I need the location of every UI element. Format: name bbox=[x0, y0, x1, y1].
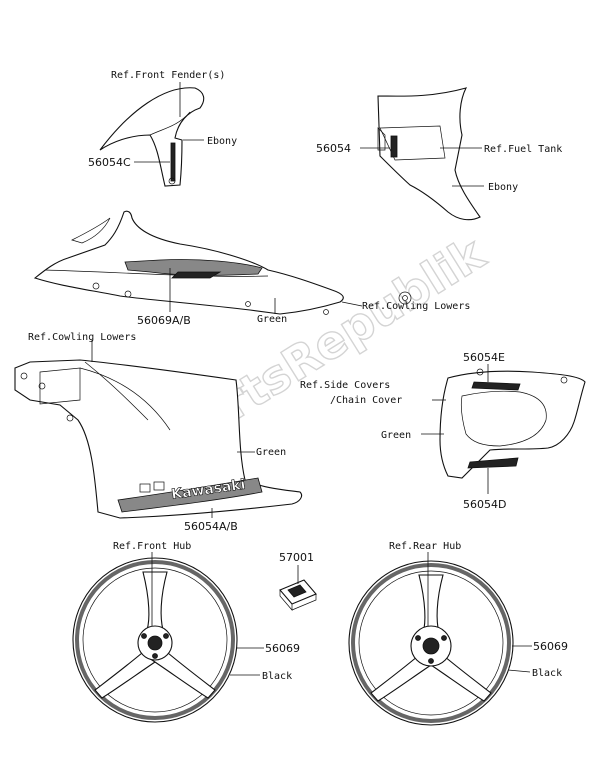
rear-wheel-spoke-3 bbox=[427, 650, 492, 702]
front-wheel-group: Ref.Front Hub 56069 Black bbox=[72, 541, 300, 723]
lower-cowling-crease-1 bbox=[79, 367, 171, 431]
tank-ebony-label: Ebony bbox=[488, 182, 518, 193]
lower-cowling-group: Kawasaki Ref.Cowling Lowers Green 56054A… bbox=[14, 332, 303, 533]
front-wheel-part-number[interactable]: 56069 bbox=[265, 642, 300, 655]
lower-cowling-hole-2 bbox=[38, 382, 46, 390]
lower-cowling-decal[interactable] bbox=[117, 477, 263, 513]
upper-cowling-group: 56069A/B Green Ref.Cowling Lowers bbox=[33, 210, 470, 327]
upper-cowling-hole-4 bbox=[323, 309, 329, 315]
badge-part-number[interactable]: 57001 bbox=[279, 551, 314, 564]
badge-edge-1 bbox=[279, 590, 293, 611]
upper-ref-label: Ref.Cowling Lowers bbox=[362, 301, 470, 312]
upper-cowling-hole-1 bbox=[92, 282, 100, 290]
tank-part-number[interactable]: 56054 bbox=[316, 142, 351, 155]
front-hub-ref-label: Ref.Front Hub bbox=[113, 541, 191, 552]
tank-cover-tab bbox=[377, 127, 386, 151]
cowling-fastener-center bbox=[402, 295, 408, 301]
badge-mark bbox=[287, 584, 307, 598]
rear-wheel-black-label: Black bbox=[532, 668, 562, 679]
side-ref-label-line1: Ref.Side Covers bbox=[300, 380, 390, 391]
rear-wheel-black-leader bbox=[507, 669, 531, 673]
front-fender-ref-label: Ref.Front Fender(s) bbox=[111, 70, 225, 81]
upper-green-label: Green bbox=[257, 314, 287, 325]
upper-cowling-vent bbox=[71, 217, 111, 244]
rear-wheel-bolt-3 bbox=[428, 658, 434, 664]
side-covers-seat-opening bbox=[460, 390, 547, 447]
rear-wheel-spoke-2 bbox=[370, 650, 435, 702]
front-wheel-axle bbox=[147, 635, 163, 651]
upper-cowling-dark-stripe bbox=[171, 271, 222, 279]
lower-cowling-shape[interactable] bbox=[14, 359, 303, 519]
front-wheel-black-label: Black bbox=[262, 671, 292, 682]
badge-edge-2 bbox=[291, 594, 317, 611]
front-wheel-bolt-2 bbox=[163, 633, 169, 639]
front-wheel-rim-inner bbox=[82, 567, 228, 713]
front-fender-ebony-label: Ebony bbox=[207, 136, 237, 147]
lower-cowling-bracket bbox=[39, 367, 81, 405]
rear-wheel-part-number[interactable]: 56069 bbox=[533, 640, 568, 653]
tank-cover-group: 56054 Ref.Fuel Tank Ebony bbox=[316, 87, 562, 221]
front-wheel-bolt-3 bbox=[152, 653, 158, 659]
rear-wheel-rim-inner bbox=[358, 570, 504, 716]
upper-cowling-crease bbox=[44, 269, 269, 277]
tank-cover-decal[interactable] bbox=[390, 135, 398, 158]
upper-cowling-stripe[interactable] bbox=[124, 259, 263, 276]
front-wheel-spoke-2 bbox=[94, 647, 159, 699]
side-green-label: Green bbox=[381, 430, 411, 441]
rear-wheel-bolt-1 bbox=[415, 635, 421, 641]
upper-part-number[interactable]: 56069A/B bbox=[137, 314, 191, 327]
cowling-fastener bbox=[398, 291, 412, 305]
tank-ref-label: Ref.Fuel Tank bbox=[484, 144, 562, 155]
rear-wheel-group: Ref.Rear Hub 56069 Black bbox=[348, 541, 568, 726]
side-ref-label-line2: /Chain Cover bbox=[330, 395, 402, 406]
front-fender-decal[interactable] bbox=[170, 142, 176, 182]
side-covers-hole-2 bbox=[560, 376, 568, 384]
front-fender-group: Ref.Front Fender(s) Ebony 56054C bbox=[88, 70, 237, 187]
upper-ref-leader bbox=[341, 301, 363, 307]
lower-cowling-hole-1 bbox=[20, 372, 28, 380]
rear-hub-ref-label: Ref.Rear Hub bbox=[389, 541, 461, 552]
front-fender-part-number[interactable]: 56054C bbox=[88, 156, 131, 169]
upper-cowling-hole-3 bbox=[245, 301, 251, 307]
tank-cover-panel bbox=[379, 125, 446, 161]
lower-cowling-hole-3 bbox=[66, 414, 74, 422]
side-part-e-number[interactable]: 56054E bbox=[463, 351, 505, 364]
upper-cowling-hole-2 bbox=[124, 290, 132, 298]
front-wheel-rim-stripe bbox=[75, 560, 235, 720]
badge-group: 57001 bbox=[279, 551, 317, 611]
lower-ref-label: Ref.Cowling Lowers bbox=[28, 332, 136, 343]
front-fender-shape[interactable] bbox=[99, 87, 205, 187]
side-covers-group: 56054E Ref.Side Covers /Chain Cover Gree… bbox=[300, 351, 586, 511]
rear-wheel-axle bbox=[422, 637, 440, 655]
lower-part-number[interactable]: 56054A/B bbox=[184, 520, 238, 533]
side-covers-decal-e[interactable] bbox=[471, 381, 521, 391]
lower-green-label: Green bbox=[256, 447, 286, 458]
side-part-d-number[interactable]: 56054D bbox=[463, 498, 506, 511]
side-covers-shape[interactable] bbox=[439, 370, 586, 479]
front-wheel-spoke-3 bbox=[151, 647, 216, 699]
tank-cover-shape[interactable] bbox=[377, 87, 481, 221]
side-covers-hole-1 bbox=[476, 368, 484, 376]
lower-cowling-crease-2 bbox=[84, 361, 149, 421]
side-covers-decal-d[interactable] bbox=[467, 457, 519, 469]
rear-wheel-rim-stripe bbox=[351, 563, 511, 723]
front-fender-bolt bbox=[168, 177, 176, 185]
lower-cowling-decal-box-1 bbox=[139, 483, 151, 493]
front-wheel-bolt-1 bbox=[141, 633, 147, 639]
lower-cowling-decal-box-2 bbox=[153, 481, 165, 491]
rear-wheel-bolt-2 bbox=[441, 635, 447, 641]
front-fender-crease bbox=[149, 111, 191, 136]
